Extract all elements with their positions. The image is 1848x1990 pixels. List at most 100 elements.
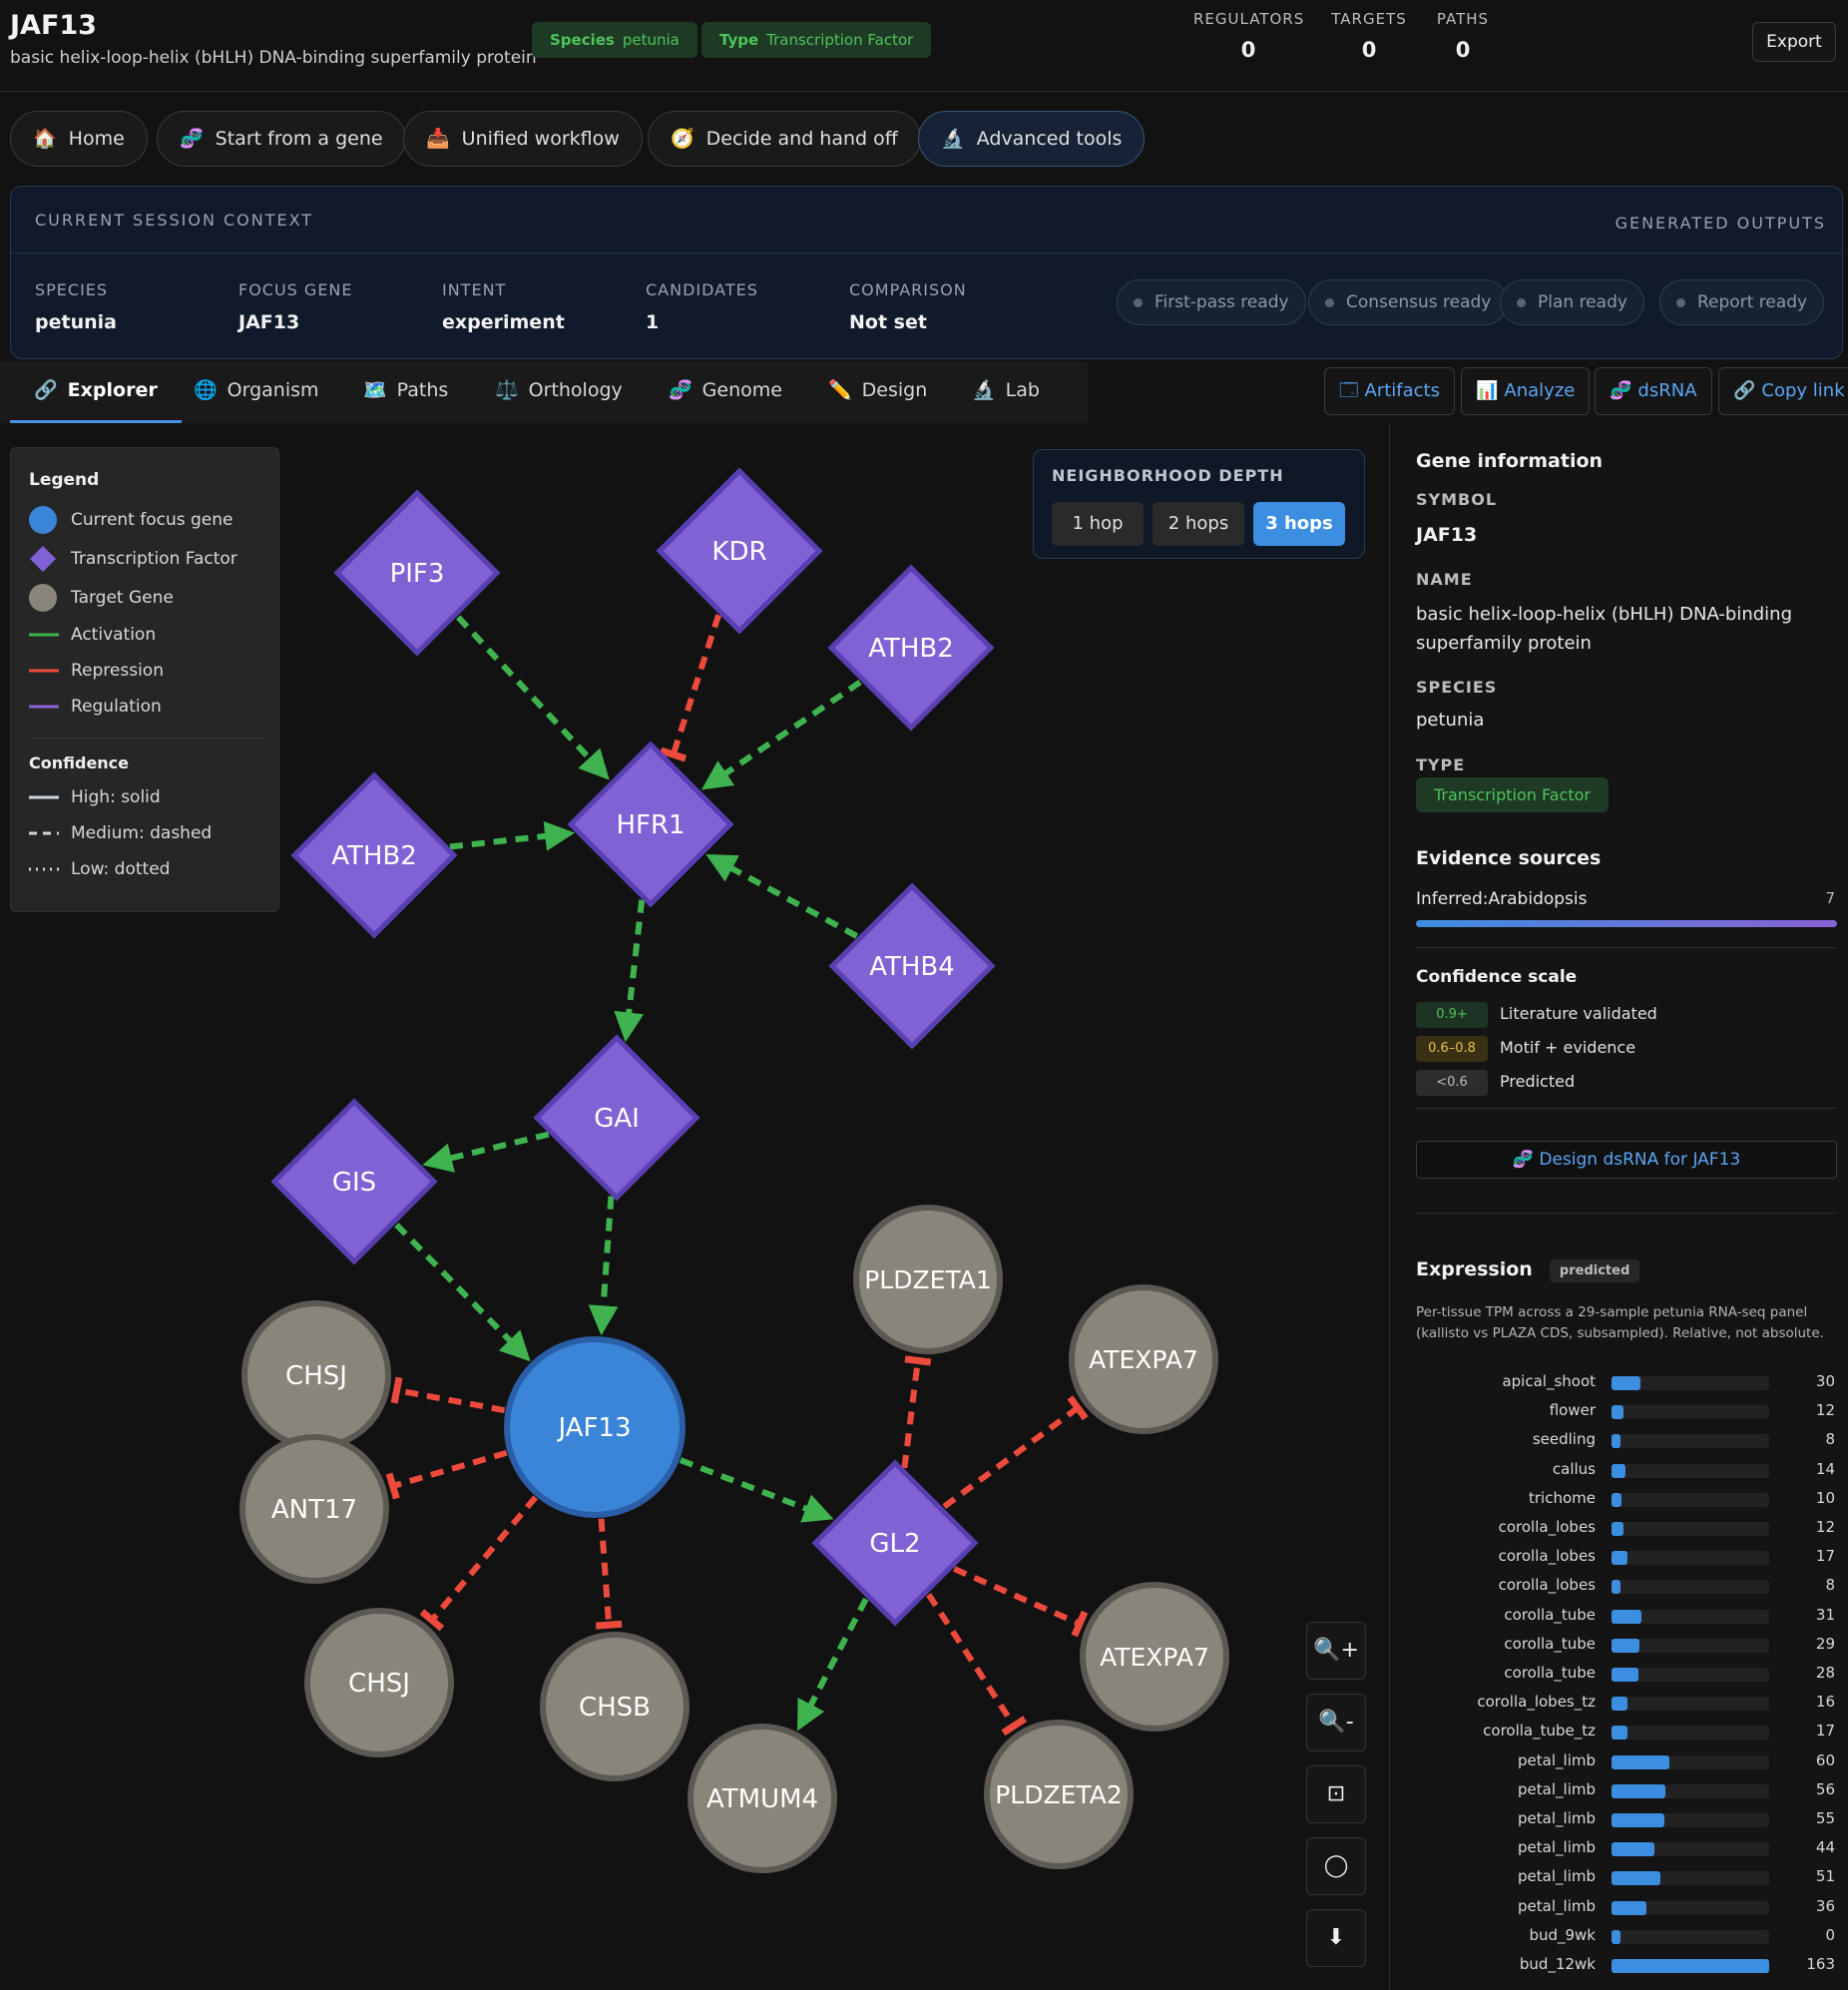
network-graph[interactable]: PIF3KDRATHB2ATHB2HFR1ATHB4GAIGISJAF13GL2… [0, 424, 1389, 1990]
circle-layout-button[interactable]: ◯ [1306, 1837, 1366, 1895]
nav-start-from-gene[interactable]: 🧬Start from a gene [157, 111, 406, 167]
edge-repression-kdr-hfr1[interactable] [670, 614, 722, 756]
tab-design[interactable]: ✏️Design [804, 361, 951, 423]
nav-label: Decide and hand off [705, 128, 898, 150]
circle-icon [29, 584, 57, 612]
target-circle [1069, 1284, 1218, 1434]
node-athb2b[interactable]: ATHB2 [290, 771, 458, 939]
hop-1-button[interactable]: 1 hop [1052, 502, 1144, 546]
node-gai[interactable]: GAI [533, 1034, 700, 1202]
tab-organism[interactable]: 🌐Organism [170, 361, 343, 423]
expression-description: Per-tissue TPM across a 29-sample petuni… [1416, 1304, 1824, 1341]
output-plan[interactable]: Plan ready [1500, 279, 1644, 325]
tab-genome[interactable]: 🧬Genome [645, 361, 806, 423]
tpm-value: 30 [1815, 1372, 1835, 1390]
edge-activation-gis-jaf13[interactable] [394, 1223, 531, 1362]
edge-repression-gl2-atexpa7a[interactable] [942, 1405, 1080, 1510]
expression-bar [1612, 1871, 1661, 1886]
copy-link-button[interactable]: 🔗Copy link [1718, 367, 1848, 415]
legend-item-tf: Transcription Factor [29, 545, 237, 573]
node-chsj1[interactable]: CHSJ [241, 1300, 391, 1450]
node-chsj2[interactable]: CHSJ [304, 1608, 454, 1757]
tab-explorer[interactable]: 🔗Explorer [10, 361, 182, 423]
node-pif3[interactable]: PIF3 [333, 489, 501, 657]
tab-paths[interactable]: 🗺️Paths [339, 361, 472, 423]
dsrna-button[interactable]: 🧬dsRNA [1595, 367, 1712, 415]
legend-item-regulation: Regulation [29, 693, 162, 721]
expression-bar [1612, 1697, 1627, 1712]
node-atexpa7a[interactable]: ATEXPA7 [1069, 1284, 1218, 1434]
edge-activation-pif3-hfr1[interactable] [456, 615, 610, 780]
node-athb4[interactable]: ATHB4 [828, 882, 996, 1050]
generated-outputs-title: GENERATED OUTPUTS [1615, 214, 1826, 233]
download-button[interactable]: ⬇ [1306, 1909, 1366, 1967]
node-atexpa7b[interactable]: ATEXPA7 [1080, 1582, 1229, 1732]
analyze-button[interactable]: 📊Analyze [1461, 367, 1591, 415]
edge-repression-gl2-atexpa7b[interactable] [953, 1566, 1082, 1627]
node-pldzeta2[interactable]: PLDZETA2 [984, 1720, 1134, 1869]
artifacts-button[interactable]: 🗔Artifacts [1324, 367, 1455, 415]
export-button[interactable]: Export [1752, 22, 1836, 62]
edge-repression-gl2-pldzeta2[interactable] [926, 1593, 1017, 1728]
nav-decide-hand-off[interactable]: 🧭Decide and hand off [648, 111, 921, 167]
tab-lab[interactable]: 🔬Lab [948, 361, 1064, 423]
hop-3-button[interactable]: 3 hops [1253, 502, 1345, 546]
edge-activation-gai-gis[interactable] [422, 1131, 550, 1173]
zoom-in-button[interactable]: 🔍+ [1306, 1622, 1366, 1680]
target-circle [540, 1632, 690, 1781]
output-first-pass[interactable]: First-pass ready [1117, 279, 1306, 325]
edge-activation-athb2b-hfr1[interactable] [449, 820, 576, 851]
edge-activation-athb4-hfr1[interactable] [705, 854, 859, 939]
nav-unified-workflow[interactable]: 📥Unified workflow [403, 111, 643, 167]
nav-label: Unified workflow [461, 128, 620, 150]
confidence-label: Predicted [1500, 1072, 1576, 1091]
node-pldzeta1[interactable]: PLDZETA1 [853, 1205, 1003, 1354]
edge-repression-gl2-pldzeta1[interactable] [901, 1359, 921, 1469]
node-atmum4[interactable]: ATMUM4 [688, 1724, 837, 1873]
node-chsb[interactable]: CHSB [540, 1632, 690, 1781]
zoom-out-button[interactable]: 🔍- [1306, 1694, 1366, 1751]
edge-repression-jaf13-chsb[interactable] [598, 1518, 613, 1626]
depth-title: NEIGHBORHOOD DEPTH [1052, 466, 1284, 485]
node-jaf13[interactable]: JAF13 [504, 1336, 686, 1518]
node-athb2a[interactable]: ATHB2 [827, 564, 995, 732]
output-consensus[interactable]: Consensus ready [1308, 279, 1509, 325]
design-dsrna-button[interactable]: 🧬 Design dsRNA for JAF13 [1416, 1141, 1837, 1179]
edge-activation-gl2-atmum4[interactable] [797, 1597, 869, 1732]
fit-view-button[interactable]: ⊡ [1306, 1765, 1366, 1823]
node-gl2[interactable]: GL2 [811, 1459, 979, 1627]
nav-advanced-tools[interactable]: 🔬Advanced tools [918, 111, 1146, 167]
app-header [0, 0, 1848, 92]
node-hfr1[interactable]: HFR1 [567, 741, 734, 908]
edge-activation-athb2a-hfr1[interactable] [700, 680, 862, 790]
neighborhood-depth-panel: NEIGHBORHOOD DEPTH 1 hop 2 hops 3 hops [1033, 449, 1365, 559]
edge-repression-jaf13-chsj2[interactable] [429, 1495, 538, 1623]
circle-icon [29, 506, 57, 534]
edge-repression-jaf13-ant17[interactable] [391, 1449, 508, 1489]
edge-activation-jaf13-gl2[interactable] [679, 1457, 834, 1523]
expression-bar [1612, 1668, 1639, 1682]
edge-activation-gai-jaf13[interactable] [588, 1196, 619, 1336]
output-report[interactable]: Report ready [1659, 279, 1825, 325]
node-kdr[interactable]: KDR [656, 467, 823, 635]
expression-bar [1612, 1463, 1625, 1478]
legend-label: Transcription Factor [71, 549, 237, 569]
edge-activation-hfr1-gai[interactable] [614, 899, 646, 1043]
gene-info-panel: Gene information SYMBOL JAF13 NAME basic… [1389, 424, 1848, 1990]
hop-2-button[interactable]: 2 hops [1153, 502, 1244, 546]
tpm-value: 28 [1815, 1664, 1835, 1682]
tpm-value: 55 [1815, 1809, 1835, 1827]
design-dsrna-label: Design dsRNA for JAF13 [1539, 1150, 1741, 1170]
edge-repression-jaf13-chsj1[interactable] [396, 1387, 506, 1414]
tab-orthology[interactable]: ⚖️Orthology [471, 361, 647, 423]
node-gis[interactable]: GIS [270, 1098, 438, 1265]
nav-home[interactable]: 🏠Home [10, 111, 148, 167]
expression-bar-track [1612, 1463, 1769, 1478]
node-ant17[interactable]: ANT17 [239, 1434, 389, 1584]
expression-bar-track [1612, 1783, 1769, 1798]
